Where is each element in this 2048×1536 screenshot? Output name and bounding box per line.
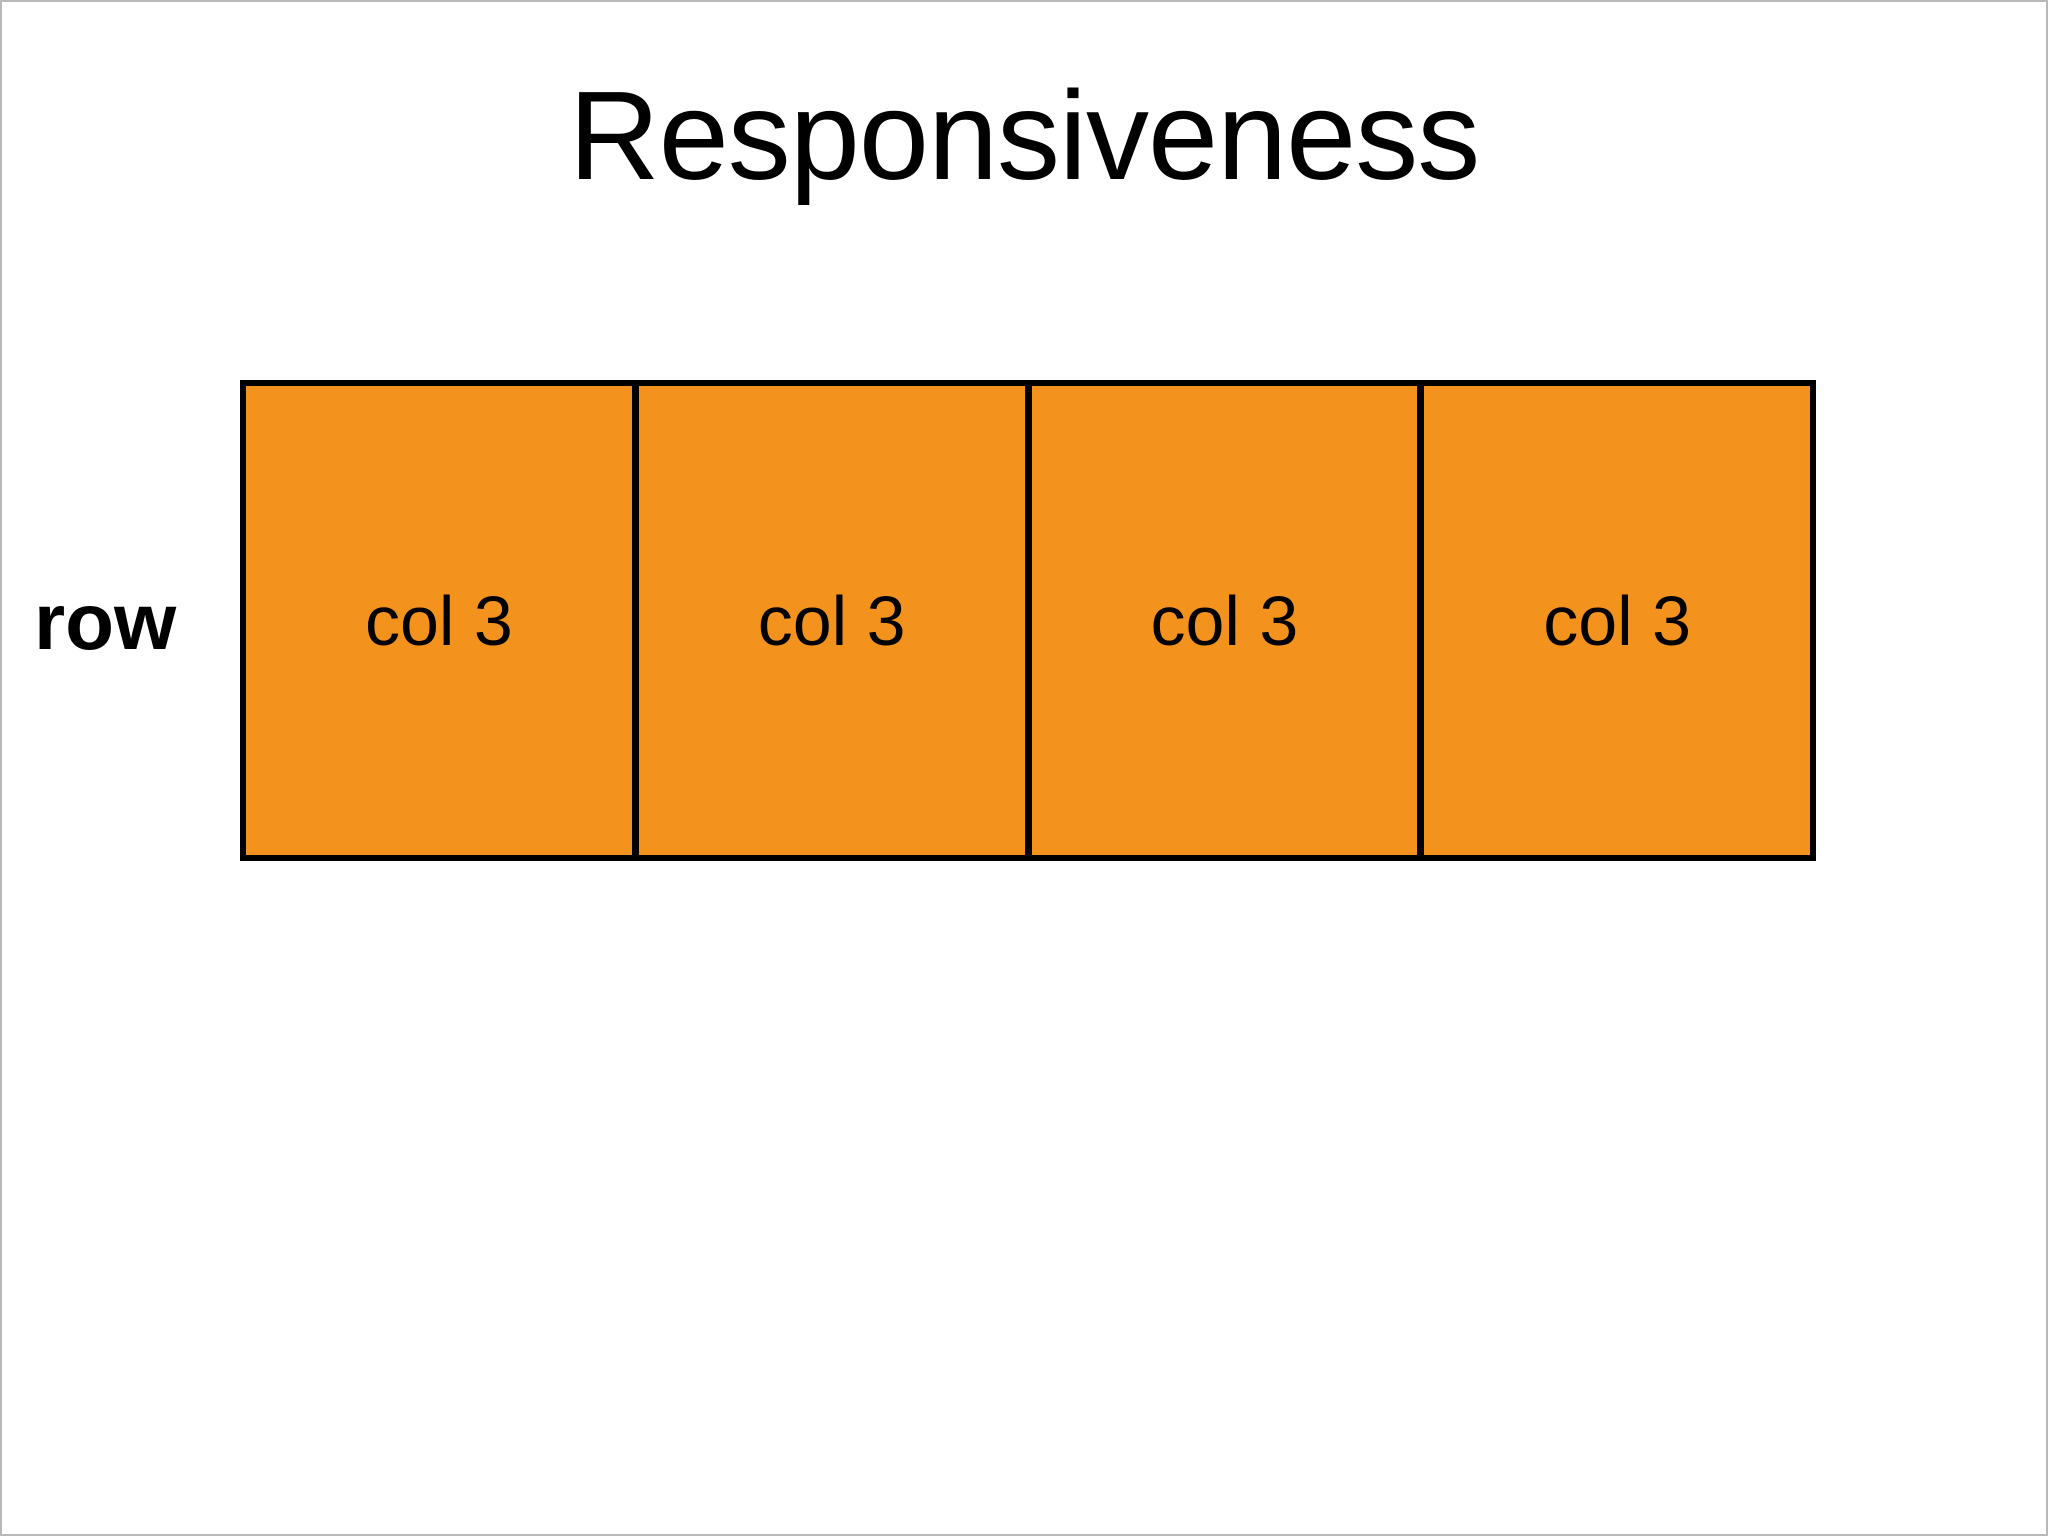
slide-title: Responsiveness [568,65,1481,206]
grid-row: col 3 col 3 col 3 col 3 [240,380,1816,861]
column-label: col 3 [364,581,513,660]
grid-column-2: col 3 [638,386,1032,855]
grid-column-4: col 3 [1424,386,1810,855]
grid-column-1: col 3 [246,386,639,855]
column-label: col 3 [757,581,906,660]
column-label: col 3 [1543,581,1692,660]
column-label: col 3 [1150,581,1299,660]
grid-column-3: col 3 [1031,386,1425,855]
row-label: row [34,577,177,666]
